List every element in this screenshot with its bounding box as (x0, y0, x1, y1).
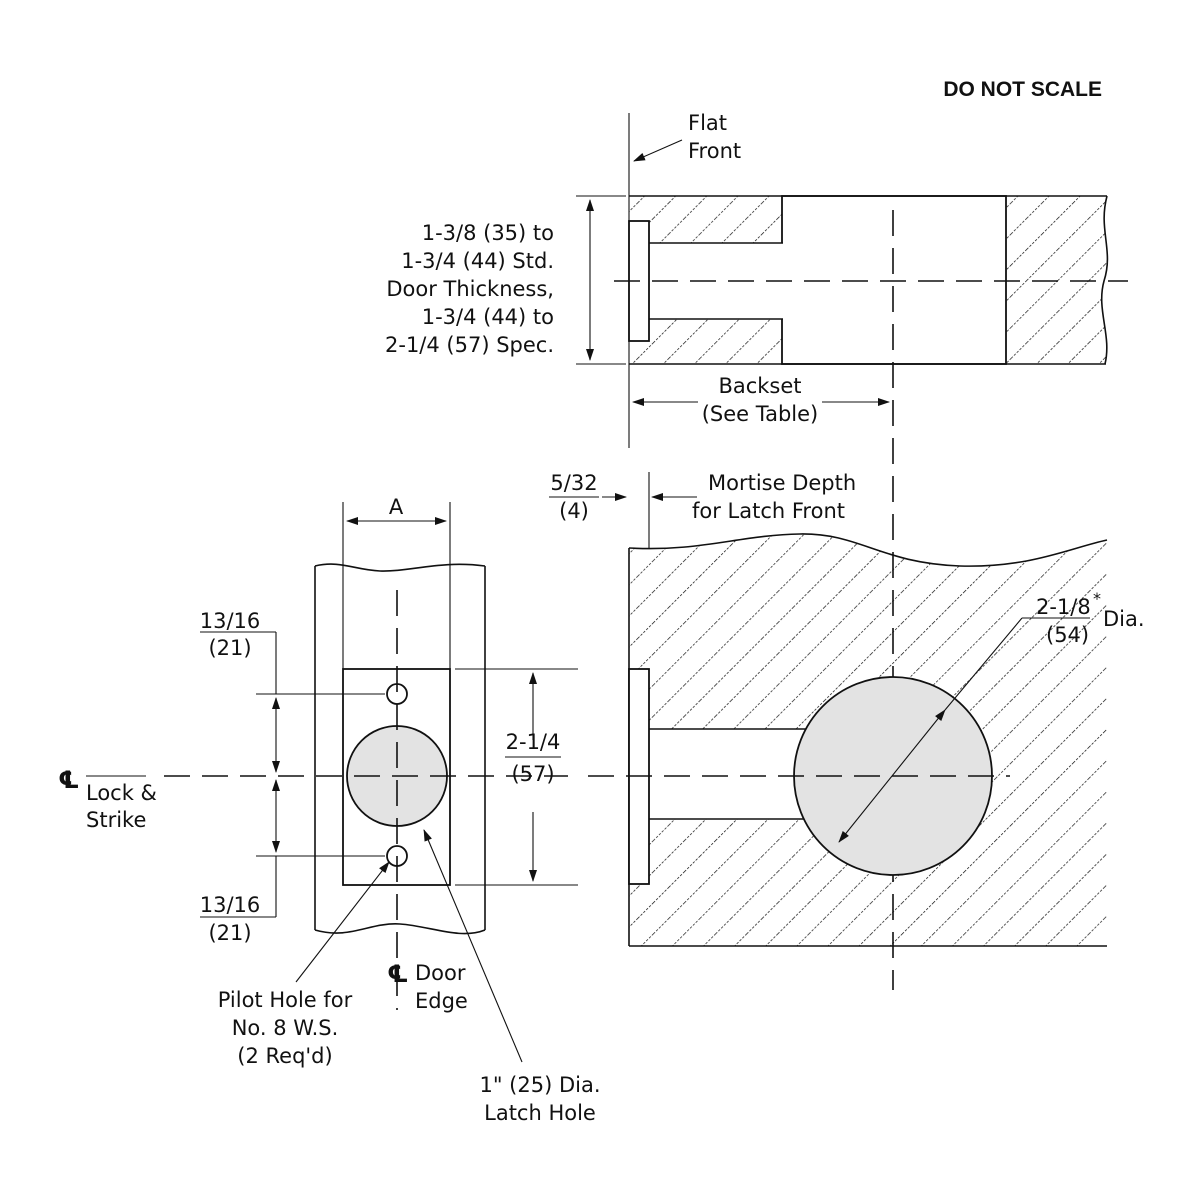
height-metric: (57) (511, 762, 554, 786)
do-not-scale-label: DO NOT SCALE (943, 78, 1102, 101)
top-offset-fraction: 13/16 (200, 609, 261, 633)
pilot-hole-label-3: (2 Req'd) (237, 1044, 332, 1068)
mortise-metric: (4) (559, 499, 589, 523)
mortise-depth-callout: 5/32 (4) Mortise Depth for Latch Front (549, 471, 856, 548)
mortise-label-1: Mortise Depth (708, 471, 856, 495)
flat-front-label-1: Flat (688, 111, 727, 135)
lock-strike-label-2: Strike (86, 808, 146, 832)
door-edge-label-2: Edge (415, 989, 468, 1013)
centerline-door-edge-symbol: ℄ (387, 960, 409, 988)
backset-label-1: Backset (718, 374, 801, 398)
backset-label-2: (See Table) (702, 402, 819, 426)
bore-dia: Dia. (1103, 607, 1145, 631)
latch-hole-label-2: Latch Hole (484, 1101, 596, 1125)
door-thickness-line-5: 2-1/4 (57) Spec. (385, 333, 554, 357)
bottom-offset-metric: (21) (208, 921, 251, 945)
top-offset-metric: (21) (208, 636, 251, 660)
centerline-lock-symbol: ℄ (58, 766, 80, 794)
pilot-hole-label-2: No. 8 W.S. (232, 1016, 339, 1040)
dim-a-label: A (389, 495, 404, 519)
door-edge-view: A 13/16 (21) 13/16 (21) 2-1/4 (57) ℄ Loc… (58, 495, 601, 1125)
bore-fraction: 2-1/8 (1036, 595, 1091, 619)
lock-strike-label-1: Lock & (86, 781, 157, 805)
door-thickness-line-4: 1-3/4 (44) to (422, 305, 554, 329)
latch-hole-label-1: 1" (25) Dia. (479, 1073, 600, 1097)
door-edge-label-1: Door (415, 961, 466, 985)
door-thickness-line-3: Door Thickness, (386, 277, 554, 301)
bore-section-view: 2-1/8 * (54) Dia. (588, 533, 1145, 947)
height-fraction: 2-1/4 (506, 730, 561, 754)
bottom-offset-fraction: 13/16 (200, 893, 261, 917)
door-thickness-line-2: 1-3/4 (44) Std. (401, 249, 554, 273)
top-view: Flat Front 1-3/8 (35) to 1-3/4 (44) Std.… (385, 111, 1128, 448)
door-thickness-line-1: 1-3/8 (35) to (422, 221, 554, 245)
bore-metric: (54) (1046, 623, 1089, 647)
top-bore (781, 195, 1007, 365)
pilot-hole-label-1: Pilot Hole for (218, 988, 353, 1012)
mortise-fraction: 5/32 (550, 471, 597, 495)
bore-asterisk: * (1093, 589, 1101, 608)
mortise-label-2: for Latch Front (692, 499, 845, 523)
flat-front-label-2: Front (688, 139, 741, 163)
